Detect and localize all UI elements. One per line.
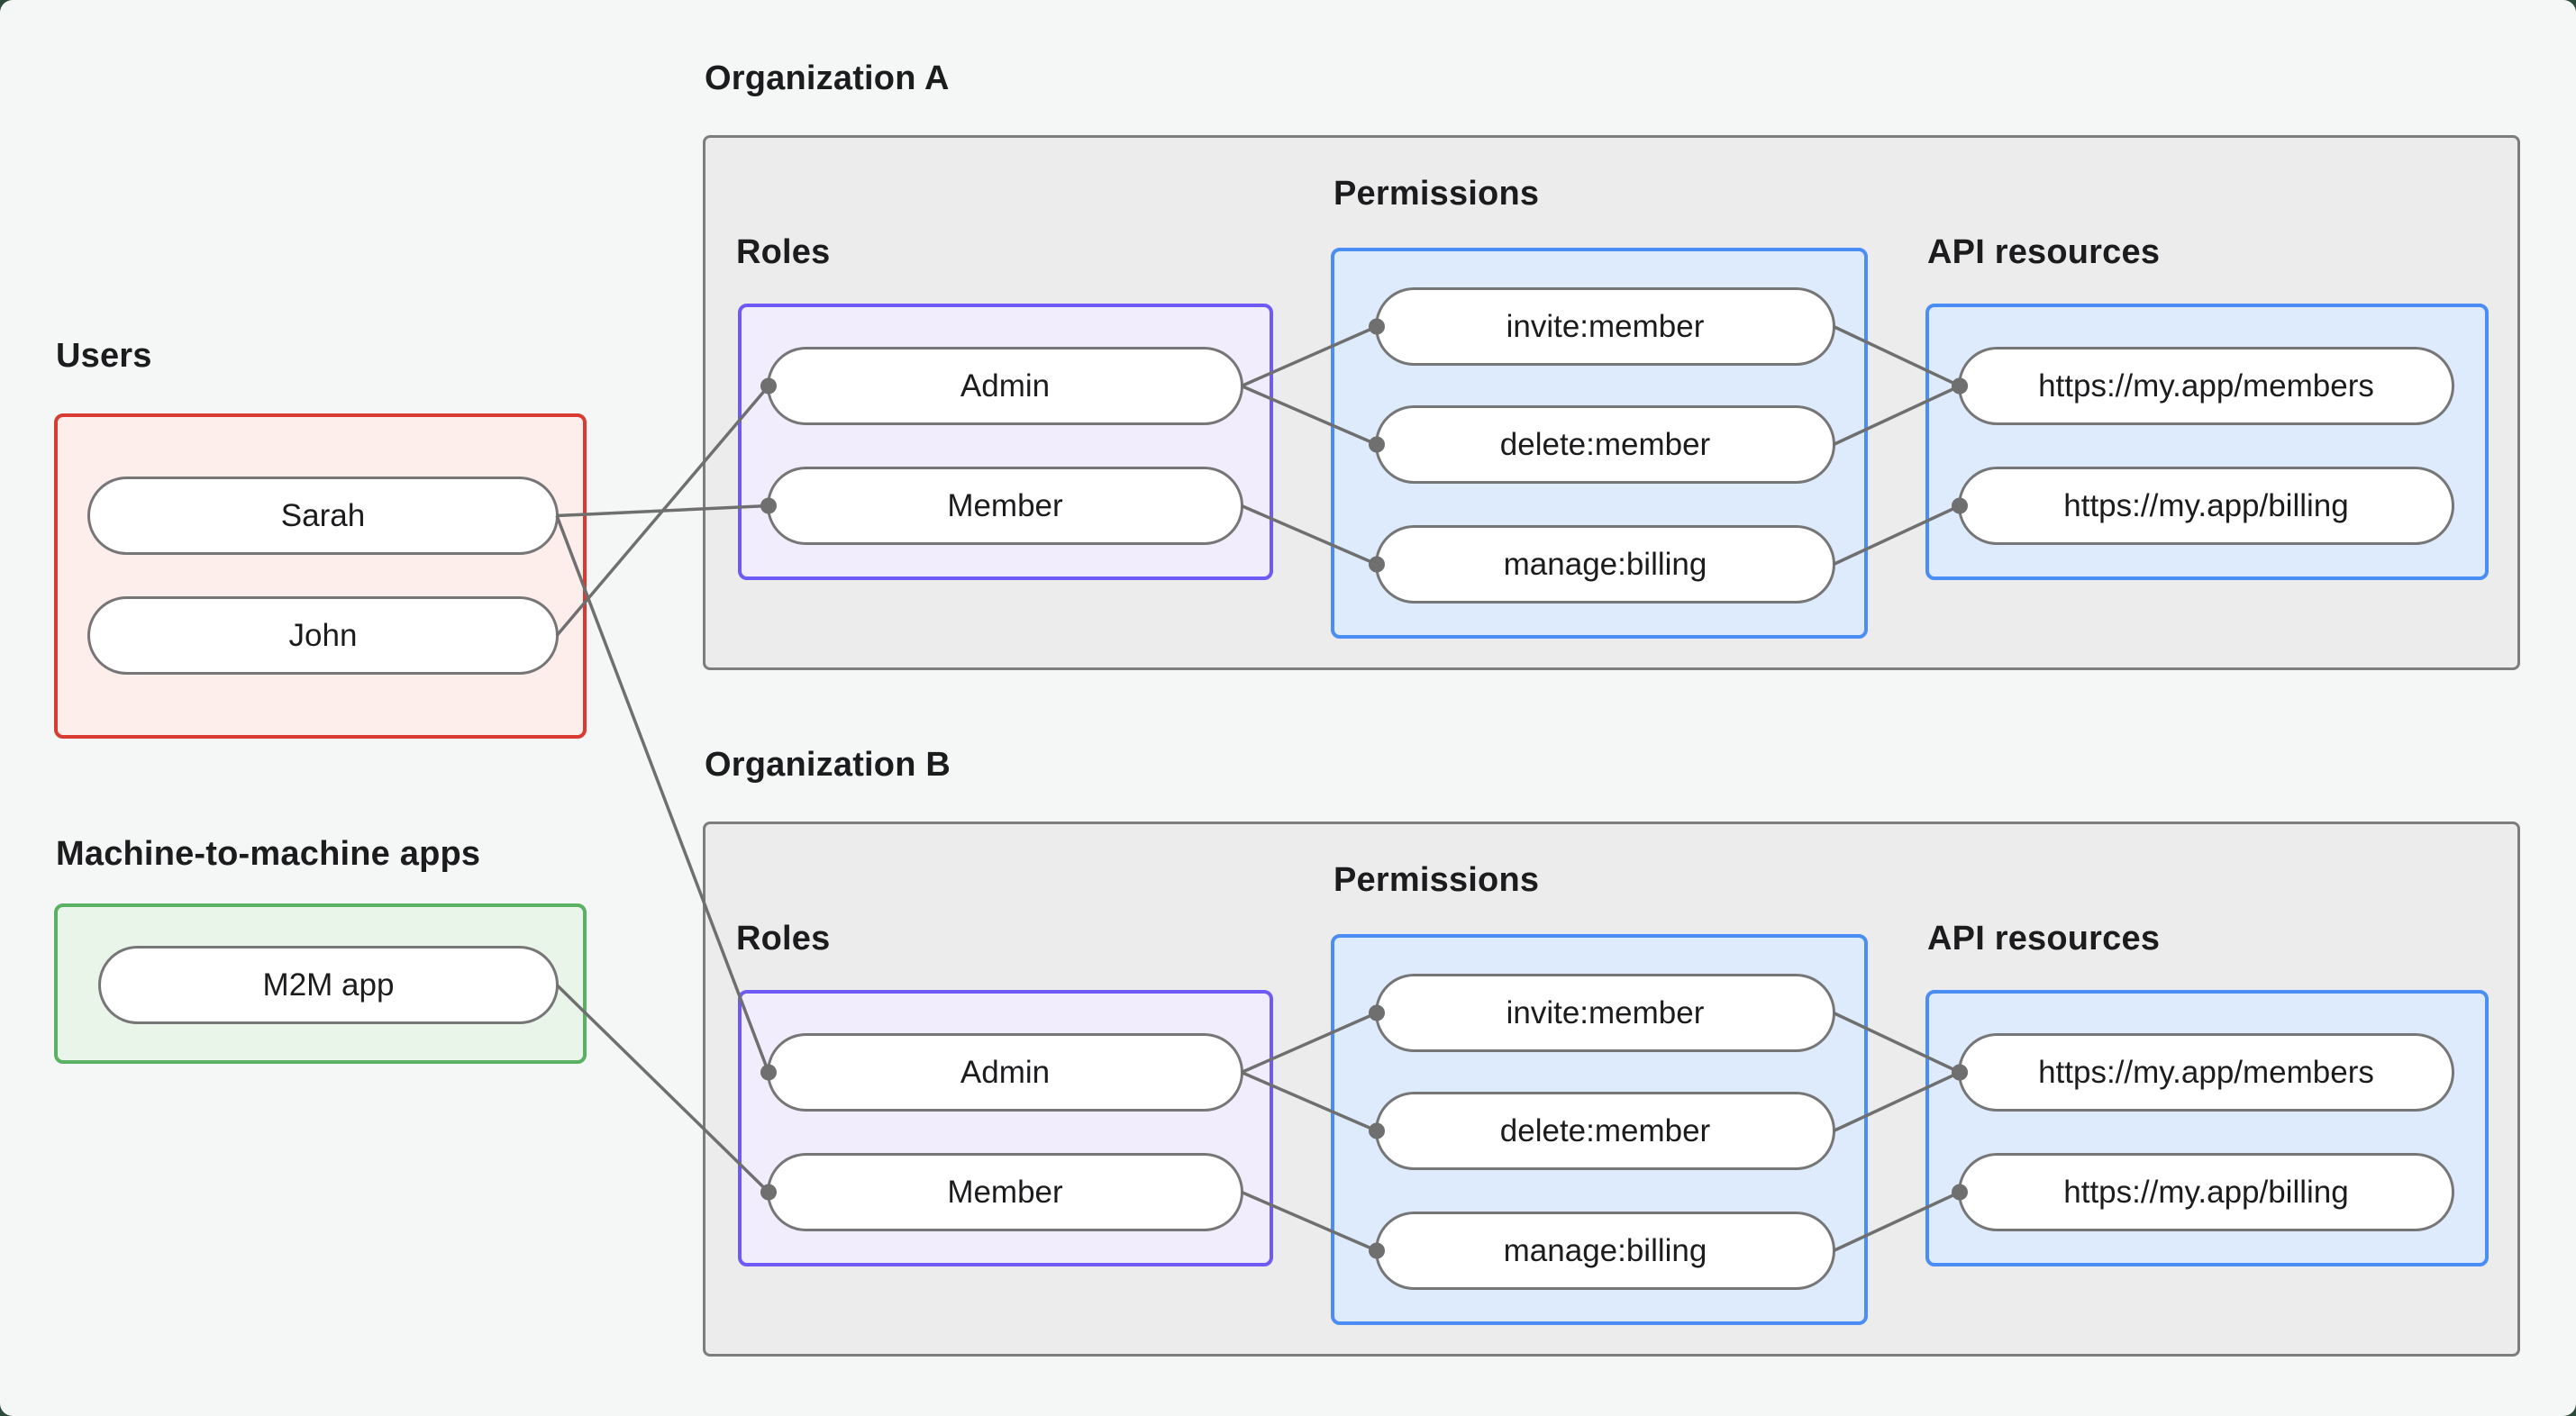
orgA-api-billing-node: https://my.app/billing xyxy=(1958,467,2454,545)
orgB-permission-delete-member-node: delete:member xyxy=(1375,1092,1835,1170)
orgB-role-admin-node: Admin xyxy=(767,1033,1243,1112)
orgB-api-billing-node: https://my.app/billing xyxy=(1958,1153,2454,1231)
m2m-app-node: M2M app xyxy=(98,946,559,1024)
orgA-roles-label: Roles xyxy=(736,233,831,271)
users-section-title: Users xyxy=(56,337,152,375)
orgA-permission-invite-member-node: invite:member xyxy=(1375,287,1835,366)
orgA-api-resources-label: API resources xyxy=(1927,233,2161,271)
orgB-permission-invite-member-node: invite:member xyxy=(1375,974,1835,1052)
orgB-permission-manage-billing-node: manage:billing xyxy=(1375,1212,1835,1290)
orgB-permissions-label: Permissions xyxy=(1334,861,1540,899)
orgA-permission-delete-member-node: delete:member xyxy=(1375,405,1835,484)
orgA-permission-manage-billing-node: manage:billing xyxy=(1375,525,1835,604)
user-node-john: John xyxy=(87,596,559,675)
users-group-box xyxy=(54,413,587,739)
m2m-section-title: Machine-to-machine apps xyxy=(56,835,481,873)
orgB-api-resources-label: API resources xyxy=(1927,920,2161,958)
orgA-permissions-label: Permissions xyxy=(1334,175,1540,213)
user-node-sarah: Sarah xyxy=(87,477,559,555)
orgA-role-admin-node: Admin xyxy=(767,347,1243,425)
orgA-api-members-node: https://my.app/members xyxy=(1958,347,2454,425)
organization-b-title: Organization B xyxy=(705,746,951,784)
organization-a-title: Organization A xyxy=(705,59,950,97)
orgB-roles-label: Roles xyxy=(736,920,831,958)
orgA-role-member-node: Member xyxy=(767,467,1243,545)
orgB-role-member-node: Member xyxy=(767,1153,1243,1231)
orgB-api-members-node: https://my.app/members xyxy=(1958,1033,2454,1112)
